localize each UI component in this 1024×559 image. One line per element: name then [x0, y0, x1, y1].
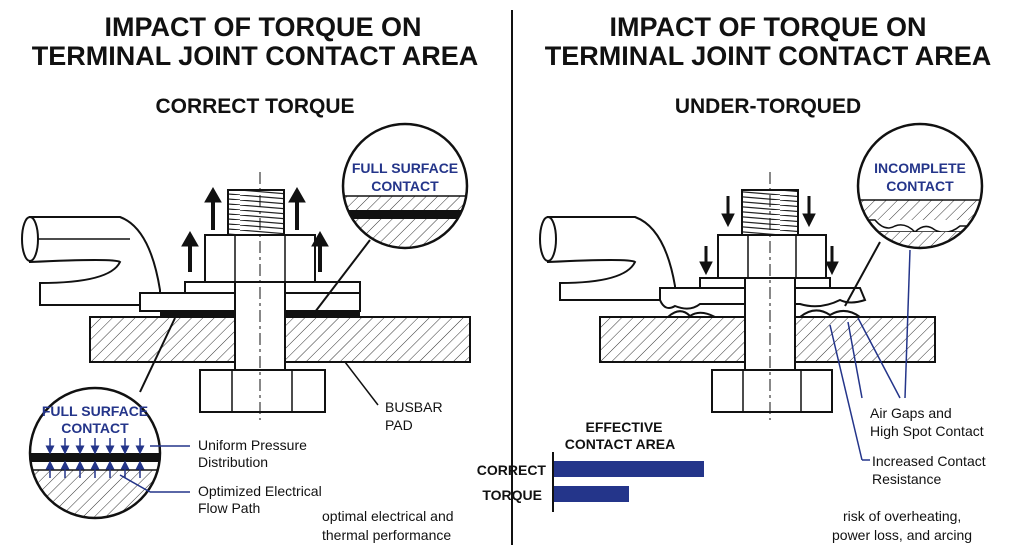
bottom-nut-right	[711, 369, 833, 413]
busbar-label-line2: PAD	[385, 417, 413, 433]
bottom-callout-line1: FULL SURFACE	[42, 403, 148, 419]
right-footer-line2: power loss, and arcing	[832, 527, 972, 543]
left-title-line1: IMPACT OF TORQUE ON	[105, 12, 422, 42]
chart-bar-2	[554, 486, 629, 502]
leader-bottom-left	[139, 317, 176, 393]
chart-title-line1: EFFECTIVE	[585, 419, 662, 435]
right-subtitle: UNDER-TORQUED	[675, 95, 861, 118]
pressure-label-line2: Distribution	[198, 454, 268, 470]
pressure-label-line1: Uniform Pressure	[198, 437, 307, 453]
top-callout-line1: FULL SURFACE	[352, 160, 458, 176]
busbar-label-line1: BUSBAR	[385, 399, 443, 415]
gap-label-line1: Air Gaps and	[870, 405, 952, 421]
right-panel: IMPACT OF TORQUE ON TERMINAL JOINT CONTA…	[539, 12, 992, 543]
right-title-line1: IMPACT OF TORQUE ON	[610, 12, 927, 42]
bottom-nut-left	[199, 369, 326, 413]
leader-top-right	[844, 241, 881, 307]
flow-leader	[119, 474, 151, 493]
leader-top-left	[314, 239, 371, 313]
chart-category-line1: CORRECT	[477, 462, 547, 478]
right-callout-line1: INCOMPLETE	[874, 160, 966, 176]
clamp-arrows-down	[699, 196, 839, 276]
gap-label-line2: High Spot Contact	[870, 423, 984, 439]
right-footer-line1: risk of overheating,	[843, 508, 961, 524]
right-title-line2: TERMINAL JOINT CONTACT AREA	[545, 41, 992, 71]
resistance-label-line2: Resistance	[872, 471, 941, 487]
cable-lug-left	[21, 216, 161, 306]
tension-arrows-up	[181, 186, 329, 272]
left-footer-line2: thermal performance	[322, 527, 451, 543]
left-footer-line1: optimal electrical and	[322, 508, 454, 524]
left-title-line2: TERMINAL JOINT CONTACT AREA	[32, 41, 479, 71]
left-panel: IMPACT OF TORQUE ON TERMINAL JOINT CONTA…	[21, 12, 479, 543]
cable-lug-right	[539, 216, 676, 301]
flow-label-line2: Flow Path	[198, 500, 260, 516]
chart-category-line2: TORQUE	[482, 487, 542, 503]
effective-contact-area-chart: EFFECTIVE CONTACT AREA CORRECT TORQUE	[477, 419, 704, 512]
chart-title-line2: CONTACT AREA	[565, 436, 675, 452]
bottom-callout-line2: CONTACT	[61, 420, 129, 436]
left-subtitle: CORRECT TORQUE	[155, 95, 354, 118]
zoom-circle-right	[856, 122, 984, 250]
flow-label-line1: Optimized Electrical	[198, 483, 322, 499]
top-callout-line2: CONTACT	[371, 178, 439, 194]
chart-bar-1	[554, 461, 704, 477]
bolt-thread-left	[227, 189, 285, 236]
air-gaps-right	[667, 309, 861, 318]
gap-leaders	[829, 249, 911, 461]
resistance-label-line1: Increased Contact	[872, 453, 986, 469]
busbar-leader	[344, 361, 379, 406]
zoom-circle-top-left	[341, 122, 469, 250]
top-nut-right	[717, 234, 827, 279]
right-callout-line2: CONTACT	[886, 178, 954, 194]
